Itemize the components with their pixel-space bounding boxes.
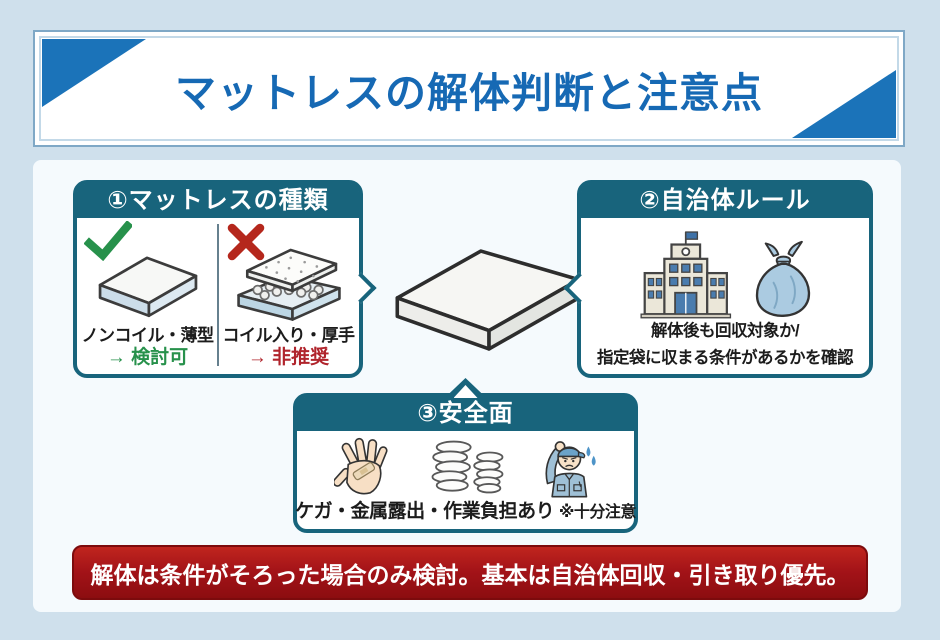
box-municipality-title: ②自治体ルール xyxy=(581,184,869,218)
municipality-icons xyxy=(634,222,816,320)
box-municipality-body: 解体後も回収対象か/ 指定袋に収まる条件があるかを確認 xyxy=(581,218,869,374)
footer-banner-text: 解体は条件がそろった場合のみ検討。基本は自治体回収・引き取り優先。 xyxy=(90,561,850,588)
injured-hand-icon xyxy=(333,437,388,494)
content-panel: ①マットレスの種類 ノンコイル・薄型 → 検討可 xyxy=(33,160,901,612)
municipality-note-line2: 指定袋に収まる条件があるかを確認 xyxy=(597,349,854,367)
flat-mattress-icon xyxy=(98,256,197,318)
box-safety: ③安全面 xyxy=(293,378,638,533)
page-title: マットレスの解体判断と注意点 xyxy=(175,69,763,116)
footer-banner: 解体は条件がそろった場合のみ検討。基本は自治体回収・引き取り優先。 xyxy=(72,545,868,600)
box-safety-title: ③安全面 xyxy=(297,397,634,431)
garbage-bag-icon xyxy=(755,240,811,317)
coil-springs-icon xyxy=(431,440,503,493)
column-divider xyxy=(217,224,219,366)
box-mattress-types-body: ノンコイル・薄型 → 検討可 xyxy=(77,218,359,374)
municipality-note-line1: 解体後も回収対象か/ xyxy=(650,322,800,340)
mattress-icon xyxy=(395,249,581,351)
non-coil-label: ノンコイル・薄型 xyxy=(81,326,215,345)
non-coil-verdict: → 検討可 xyxy=(106,347,189,368)
coil-mattress-icon xyxy=(236,248,341,321)
coil-label: コイル入り・厚手 xyxy=(222,326,356,345)
safety-caption-note: ※十分注意 xyxy=(558,504,637,521)
government-building-icon xyxy=(640,231,732,319)
worried-worker-icon xyxy=(544,440,596,498)
corner-triangle-top-left xyxy=(42,39,146,107)
safety-caption-main: ケガ・金属露出・作業負担あり xyxy=(295,501,555,522)
box-mattress-types-title: ①マットレスの種類 xyxy=(77,184,359,218)
coil-verdict: → 非推奨 xyxy=(247,347,330,368)
title-banner: マットレスの解体判断と注意点 xyxy=(33,30,905,147)
coil-column: コイル入り・厚手 → 非推奨 xyxy=(218,218,359,374)
x-icon xyxy=(225,221,267,268)
check-icon xyxy=(83,220,134,266)
corner-triangle-bottom-right xyxy=(792,70,896,138)
safety-icons xyxy=(333,433,598,500)
box-safety-body: ケガ・金属露出・作業負担あり ※十分注意 xyxy=(295,431,636,529)
box-municipality-rules: ②自治体ルール xyxy=(563,180,873,378)
safety-caption: ケガ・金属露出・作業負担あり ※十分注意 xyxy=(295,500,636,525)
non-coil-column: ノンコイル・薄型 → 検討可 xyxy=(77,218,218,374)
box-mattress-types: ①マットレスの種類 ノンコイル・薄型 → 検討可 xyxy=(73,180,377,378)
